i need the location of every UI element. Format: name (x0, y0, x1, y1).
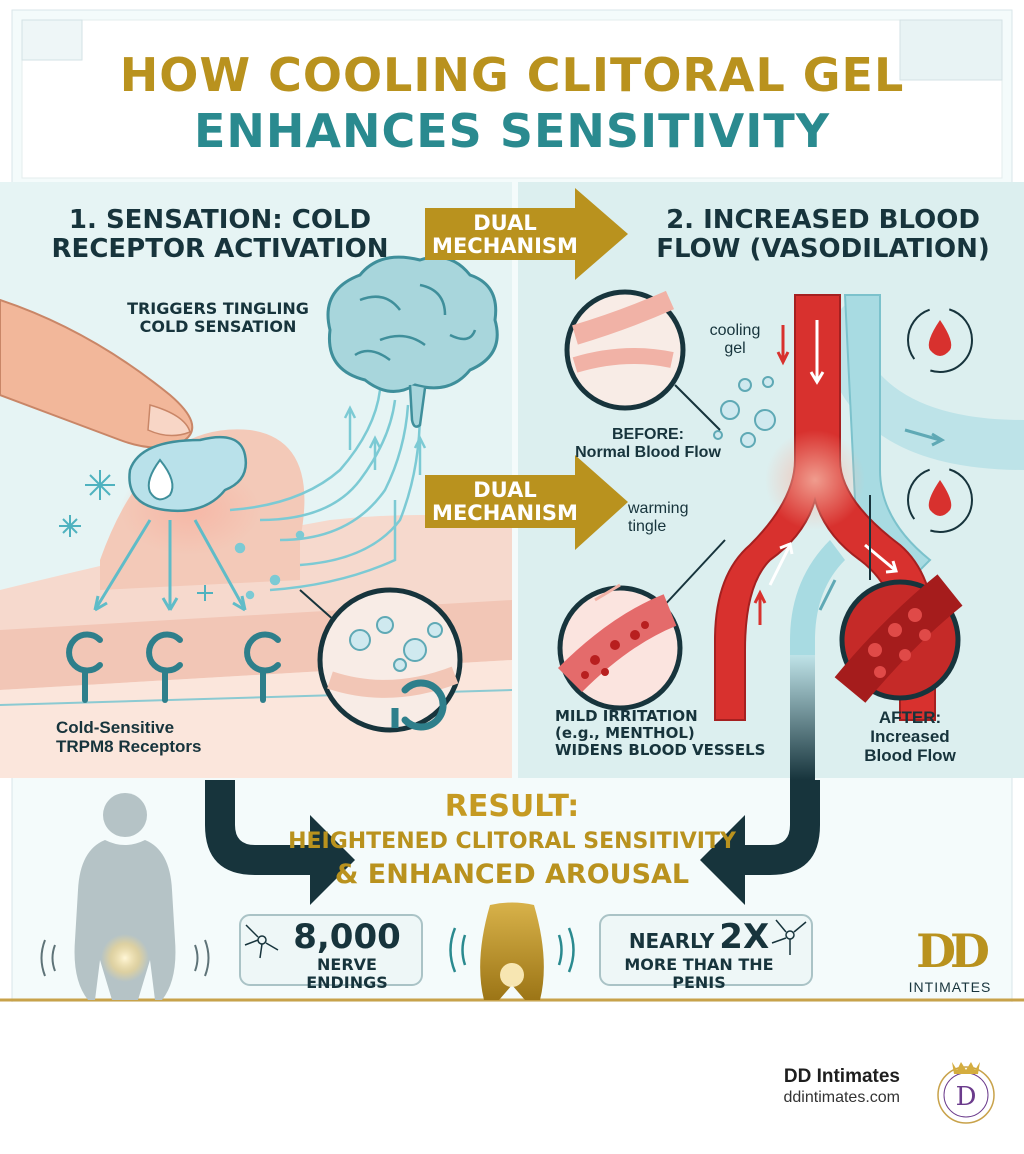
cooling-gel-label-line2: gel (724, 339, 746, 357)
after-label-line1: AFTER: (878, 708, 942, 727)
gold-torso-icon (449, 902, 575, 1000)
irritation-label-line2: (e.g., MENTHOL) (555, 723, 695, 742)
after-label-line3: Blood Flow (864, 746, 956, 766)
footer-branding: DD Intimates ddintimates.com (700, 1066, 901, 1107)
title-line-1: HOW COOLING CLITORAL GEL (119, 48, 905, 102)
section1-heading-line1: 1. SENSATION: COLD (68, 205, 372, 235)
result-arrow-left (205, 780, 355, 905)
stat-left: 8,000 NERVE ENDINGS (282, 918, 412, 992)
stat-box-left (239, 914, 423, 986)
tingling-label-line2: COLD SENSATION (139, 316, 297, 336)
dual-mechanism-label-middle[interactable]: DUAL MECHANISM (430, 478, 580, 526)
finger-illustration (0, 298, 194, 449)
stat-box-right (599, 914, 813, 986)
blood-drop-cycle-icon (907, 307, 973, 533)
stat-right: NEARLY 2X MORE THAN THE PENIS (604, 918, 794, 992)
warming-tingle-line2: tingle (628, 517, 667, 535)
stat-left-number: 8,000 (293, 917, 401, 957)
receptor-arrows (93, 519, 247, 612)
gel-drop-icon (128, 435, 248, 512)
after-label-line2: Increased (870, 727, 950, 747)
section2-heading: 2. INCREASED BLOOD FLOW (VASODILATION) (628, 205, 1018, 265)
result-label: RESULT: (444, 789, 580, 824)
warming-tingle-label: warming tingle (628, 500, 718, 536)
before-label-line2: Normal Blood Flow (575, 443, 721, 461)
cooling-gel-label: cooling gel (700, 322, 770, 358)
result-line1: HEIGHTENED CLITORAL SENSITIVITY (288, 829, 736, 854)
receptor-label: Cold-Sensitive TRPM8 Receptors (56, 718, 256, 756)
receptor-magnifier (299, 587, 463, 733)
title-line-2: ENHANCES SENSITIVITY (193, 104, 831, 158)
warming-tingle-line1: warming (628, 500, 689, 517)
dual-mechanism-mid-line1: DUAL (473, 478, 537, 502)
stat-right-number: 2X (719, 917, 770, 957)
tingling-label: TRIGGERS TINGLING COLD SENSATION (98, 300, 338, 336)
dual-mechanism-arrow-middle[interactable] (425, 455, 628, 550)
result-arrow-right (700, 780, 820, 905)
brand-monogram: DD (916, 924, 990, 978)
dual-mechanism-top-line2: MECHANISM (432, 234, 578, 259)
dual-mechanism-mid-line2: MECHANISM (432, 501, 578, 526)
irritation-label-line1: MILD IRRITATION (555, 707, 698, 725)
receptor-label-line1: Cold-Sensitive (56, 718, 175, 737)
brand-name: INTIMATES (908, 979, 992, 995)
result-line2: & ENHANCED AROUSAL (334, 859, 690, 890)
footer-brand-name: DD Intimates (783, 1066, 900, 1087)
trpm8-receptor-icons (66, 631, 281, 703)
after-label: AFTER: Increased Blood Flow (850, 708, 970, 765)
before-label-line1: BEFORE: (612, 426, 684, 443)
cooling-gel-label-line1: cooling (709, 322, 761, 339)
stat-right-caption: MORE THAN THE PENIS (624, 955, 774, 992)
dual-mechanism-top-line1: DUAL (473, 211, 537, 235)
irritation-label: MILD IRRITATION (e.g., MENTHOL) WIDENS B… (555, 708, 785, 758)
footer-url[interactable]: ddintimates.com (783, 1089, 901, 1107)
receptor-label-line2: TRPM8 Receptors (56, 737, 202, 757)
after-magnifier (834, 495, 963, 703)
before-magnifier (564, 289, 721, 431)
stat-left-caption: NERVE ENDINGS (306, 955, 388, 992)
section1-heading-line2: RECEPTOR ACTIVATION (51, 234, 389, 265)
nerve-pathways (229, 389, 427, 600)
brand-mark: DD INTIMATES (890, 928, 1010, 996)
section1-heading: 1. SENSATION: COLD RECEPTOR ACTIVATION (40, 205, 400, 265)
footer-crest-logo: D (937, 1062, 995, 1124)
cooling-gel-bubbles (713, 376, 776, 448)
irritation-magnifier (557, 539, 726, 711)
before-label: BEFORE: Normal Blood Flow (548, 426, 748, 462)
irritation-label-line3: WIDENS BLOOD VESSELS (555, 740, 766, 759)
blood-vessel-illustration (714, 294, 946, 780)
brain-icon (326, 255, 499, 428)
svg-text:D: D (956, 1082, 977, 1112)
section2-heading-line1: 2. INCREASED BLOOD (666, 205, 980, 235)
tingling-label-line1: TRIGGERS TINGLING (127, 299, 309, 318)
dual-mechanism-arrow-top[interactable] (425, 188, 628, 280)
sparkle-icons (59, 470, 213, 601)
dual-mechanism-label-top[interactable]: DUAL MECHANISM (430, 211, 580, 259)
female-silhouette-icon (40, 793, 210, 1000)
section2-heading-line2: FLOW (VASODILATION) (656, 234, 990, 265)
stat-right-prefix: NEARLY (628, 929, 715, 953)
